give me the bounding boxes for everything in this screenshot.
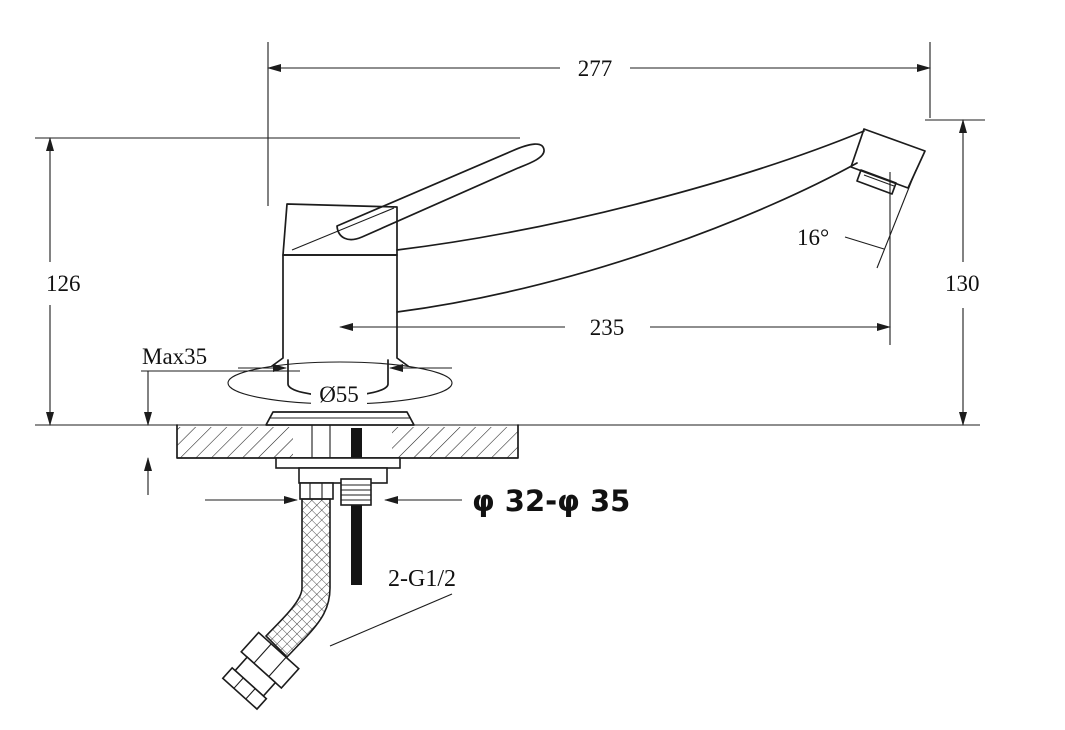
fitting-end-cap: [221, 666, 268, 711]
dimension-126: 126: [35, 137, 520, 426]
washer: [275, 457, 401, 469]
dimension-max35: Max35: [141, 344, 300, 495]
angle-16-label: 16°: [797, 225, 829, 250]
dim-277-label: 277: [578, 56, 613, 81]
spout-top-curve: [396, 130, 865, 251]
dimension-angle-16: 16°: [797, 169, 917, 269]
countertop-section: [176, 424, 519, 459]
dimension-130: 130: [925, 119, 985, 426]
cartridge-dome: [282, 203, 398, 256]
spout-outlet-head: [850, 128, 926, 189]
body-column: [271, 254, 409, 367]
thread-leader-line: [329, 593, 453, 647]
aerator-line: [863, 174, 895, 187]
dim-235-label: 235: [590, 315, 625, 340]
thread-label: 2-G1/2: [388, 566, 456, 592]
under-counter-assembly: [221, 425, 401, 711]
spout-bottom-curve: [396, 162, 858, 313]
dimension-277: 277: [267, 42, 931, 206]
dome-joint-line: [291, 207, 395, 251]
dimension-hole-range: φ 32-φ 35: [205, 484, 630, 518]
hose-ferrule: [299, 482, 334, 500]
faucet-body-group: [227, 128, 926, 426]
countertop-hatch-right: [392, 427, 518, 458]
max35-label: Max35: [142, 344, 207, 369]
dimension-235: 235: [339, 172, 891, 345]
dia55-label: Ø55: [319, 382, 359, 407]
hose-end-fitting: [221, 631, 300, 711]
mounting-stud: [351, 428, 362, 585]
dim-126-label: 126: [46, 271, 81, 296]
shank-through-counter: [311, 425, 331, 458]
dia55-label-backing: [311, 384, 367, 406]
hole-range-label: φ 32-φ 35: [472, 484, 630, 518]
dimension-thread: 2-G1/2: [329, 566, 456, 647]
dim-130-label: 130: [945, 271, 980, 296]
stud-thread-lines: [341, 484, 371, 501]
stud-thread-nut: [340, 478, 372, 506]
fitting-end-facets: [233, 677, 256, 700]
angle-reference-line: [876, 169, 917, 269]
countertop-hatch-left: [177, 427, 293, 458]
lever-handle: [336, 143, 545, 241]
aerator: [856, 169, 897, 195]
angle-leader-line: [844, 236, 885, 250]
dimension-dia55: Ø55: [238, 364, 452, 407]
hose-ferrule-lines: [309, 483, 323, 499]
fitting-hex-facets: [253, 643, 287, 677]
braided-hose: [264, 498, 331, 659]
